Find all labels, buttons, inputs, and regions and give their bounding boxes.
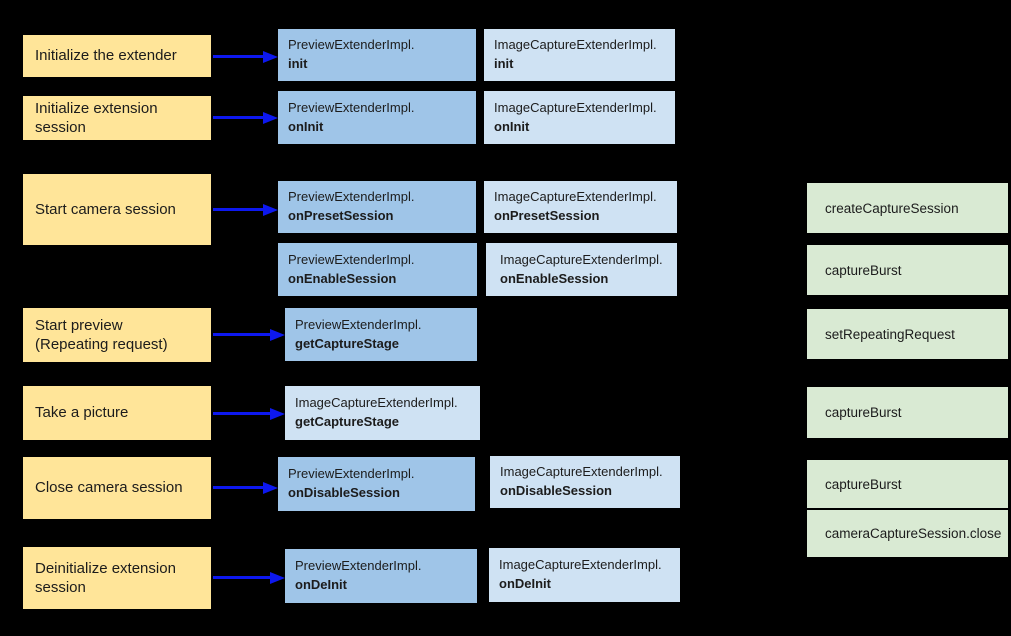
impl-class-name: PreviewExtenderImpl. xyxy=(288,189,415,205)
impl-method-name: onDeInit xyxy=(499,576,551,591)
step-box-initialize-extension-session: Initialize extension session xyxy=(23,96,211,140)
impl-box-imagecapture-ondisablesession: ImageCaptureExtenderImpl. onDisableSessi… xyxy=(490,456,680,508)
step-box-initialize-extender: Initialize the extender xyxy=(23,35,211,77)
step-box-start-preview: Start preview (Repeating request) xyxy=(23,308,211,362)
impl-method-name: init xyxy=(288,56,308,71)
impl-method-name: onEnableSession xyxy=(288,270,397,286)
impl-method-name: onInit xyxy=(288,118,324,134)
arrow-start-preview xyxy=(213,333,270,336)
arrow-initialize-extender xyxy=(213,55,263,58)
camera2-label: createCaptureSession xyxy=(825,200,959,216)
impl-box-imagecapture-onpresetsession: ImageCaptureExtenderImpl. onPresetSessio… xyxy=(484,181,677,233)
camera2-box-captureburst-1: captureBurst xyxy=(807,245,1008,295)
impl-class-name: PreviewExtenderImpl. xyxy=(295,558,422,574)
impl-method-name: getCaptureStage xyxy=(295,414,400,429)
impl-method-name: getCaptureStage xyxy=(295,335,400,351)
step-label: Close camera session xyxy=(35,479,183,497)
impl-method-name: onPresetSession xyxy=(494,208,600,223)
arrow-close-camera-session xyxy=(213,486,263,489)
impl-box-preview-onenablesession: PreviewExtenderImpl. onEnableSession xyxy=(278,243,477,296)
impl-method-name: onPresetSession xyxy=(288,208,394,223)
impl-class-name: ImageCaptureExtenderImpl. xyxy=(500,251,663,267)
arrow-start-camera-session xyxy=(213,208,263,211)
camera2-box-cameracapturesession-close: cameraCaptureSession.close xyxy=(807,510,1008,557)
camera2-label: captureBurst xyxy=(825,405,902,420)
impl-box-preview-oninit: PreviewExtenderImpl. onInit xyxy=(278,91,476,144)
impl-box-preview-ondeinit: PreviewExtenderImpl. onDeInit xyxy=(285,549,477,603)
step-box-deinitialize-extension-session: Deinitialize extension session xyxy=(23,547,211,609)
impl-class-name: PreviewExtenderImpl. xyxy=(295,316,422,332)
step-label: Initialize extension session xyxy=(35,99,158,137)
camera2-label: setRepeatingRequest xyxy=(825,326,955,342)
impl-method-name: init xyxy=(494,56,514,71)
impl-box-imagecapture-onenablesession: ImageCaptureExtenderImpl. onEnableSessio… xyxy=(486,243,677,296)
camera2-label: cameraCaptureSession.close xyxy=(825,526,1002,541)
arrow-deinitialize-extension-session xyxy=(213,576,270,579)
impl-class-name: PreviewExtenderImpl. xyxy=(288,251,415,267)
step-label: Deinitialize extension session xyxy=(35,559,176,597)
camera2-box-createcapturesession: createCaptureSession xyxy=(807,183,1008,233)
step-box-close-camera-session: Close camera session xyxy=(23,457,211,519)
impl-method-name: onDisableSession xyxy=(500,483,612,498)
step-box-start-camera-session: Start camera session xyxy=(23,174,211,245)
camera2-box-captureburst-3: captureBurst xyxy=(807,460,1008,508)
impl-box-imagecapture-init: ImageCaptureExtenderImpl. init xyxy=(484,29,675,81)
impl-class-name: ImageCaptureExtenderImpl. xyxy=(500,464,663,480)
impl-class-name: ImageCaptureExtenderImpl. xyxy=(494,99,657,115)
impl-class-name: ImageCaptureExtenderImpl. xyxy=(499,557,662,573)
camera2-box-setrepeatingrequest: setRepeatingRequest xyxy=(807,309,1008,359)
impl-box-preview-onpresetsession: PreviewExtenderImpl. onPresetSession xyxy=(278,181,476,233)
camera2-label: captureBurst xyxy=(825,262,902,278)
arrow-take-a-picture xyxy=(213,412,270,415)
impl-box-preview-getcapturestage: PreviewExtenderImpl. getCaptureStage xyxy=(285,308,477,361)
impl-class-name: PreviewExtenderImpl. xyxy=(288,466,415,482)
impl-method-name: onEnableSession xyxy=(500,270,609,286)
impl-class-name: PreviewExtenderImpl. xyxy=(288,37,415,53)
camera2-box-captureburst-2: captureBurst xyxy=(807,387,1008,438)
impl-method-name: onInit xyxy=(494,118,530,134)
impl-box-preview-ondisablesession: PreviewExtenderImpl. onDisableSession xyxy=(278,457,475,511)
impl-class-name: ImageCaptureExtenderImpl. xyxy=(295,395,458,411)
impl-method-name: onDeInit xyxy=(295,577,347,592)
step-label: Initialize the extender xyxy=(35,47,177,65)
impl-box-imagecapture-ondeinit: ImageCaptureExtenderImpl. onDeInit xyxy=(489,548,680,602)
impl-box-imagecapture-getcapturestage: ImageCaptureExtenderImpl. getCaptureStag… xyxy=(285,386,480,440)
step-box-take-a-picture: Take a picture xyxy=(23,386,211,440)
impl-class-name: ImageCaptureExtenderImpl. xyxy=(494,189,657,205)
impl-box-imagecapture-oninit: ImageCaptureExtenderImpl. onInit xyxy=(484,91,675,144)
step-label: Start camera session xyxy=(35,200,176,218)
impl-method-name: onDisableSession xyxy=(288,485,400,500)
step-label: Start preview (Repeating request) xyxy=(35,316,168,354)
camera2-label: captureBurst xyxy=(825,476,902,492)
impl-class-name: PreviewExtenderImpl. xyxy=(288,99,415,115)
step-label: Take a picture xyxy=(35,404,129,422)
arrow-initialize-extension-session xyxy=(213,116,263,119)
impl-class-name: ImageCaptureExtenderImpl. xyxy=(494,37,657,53)
impl-box-preview-init: PreviewExtenderImpl. init xyxy=(278,29,476,81)
